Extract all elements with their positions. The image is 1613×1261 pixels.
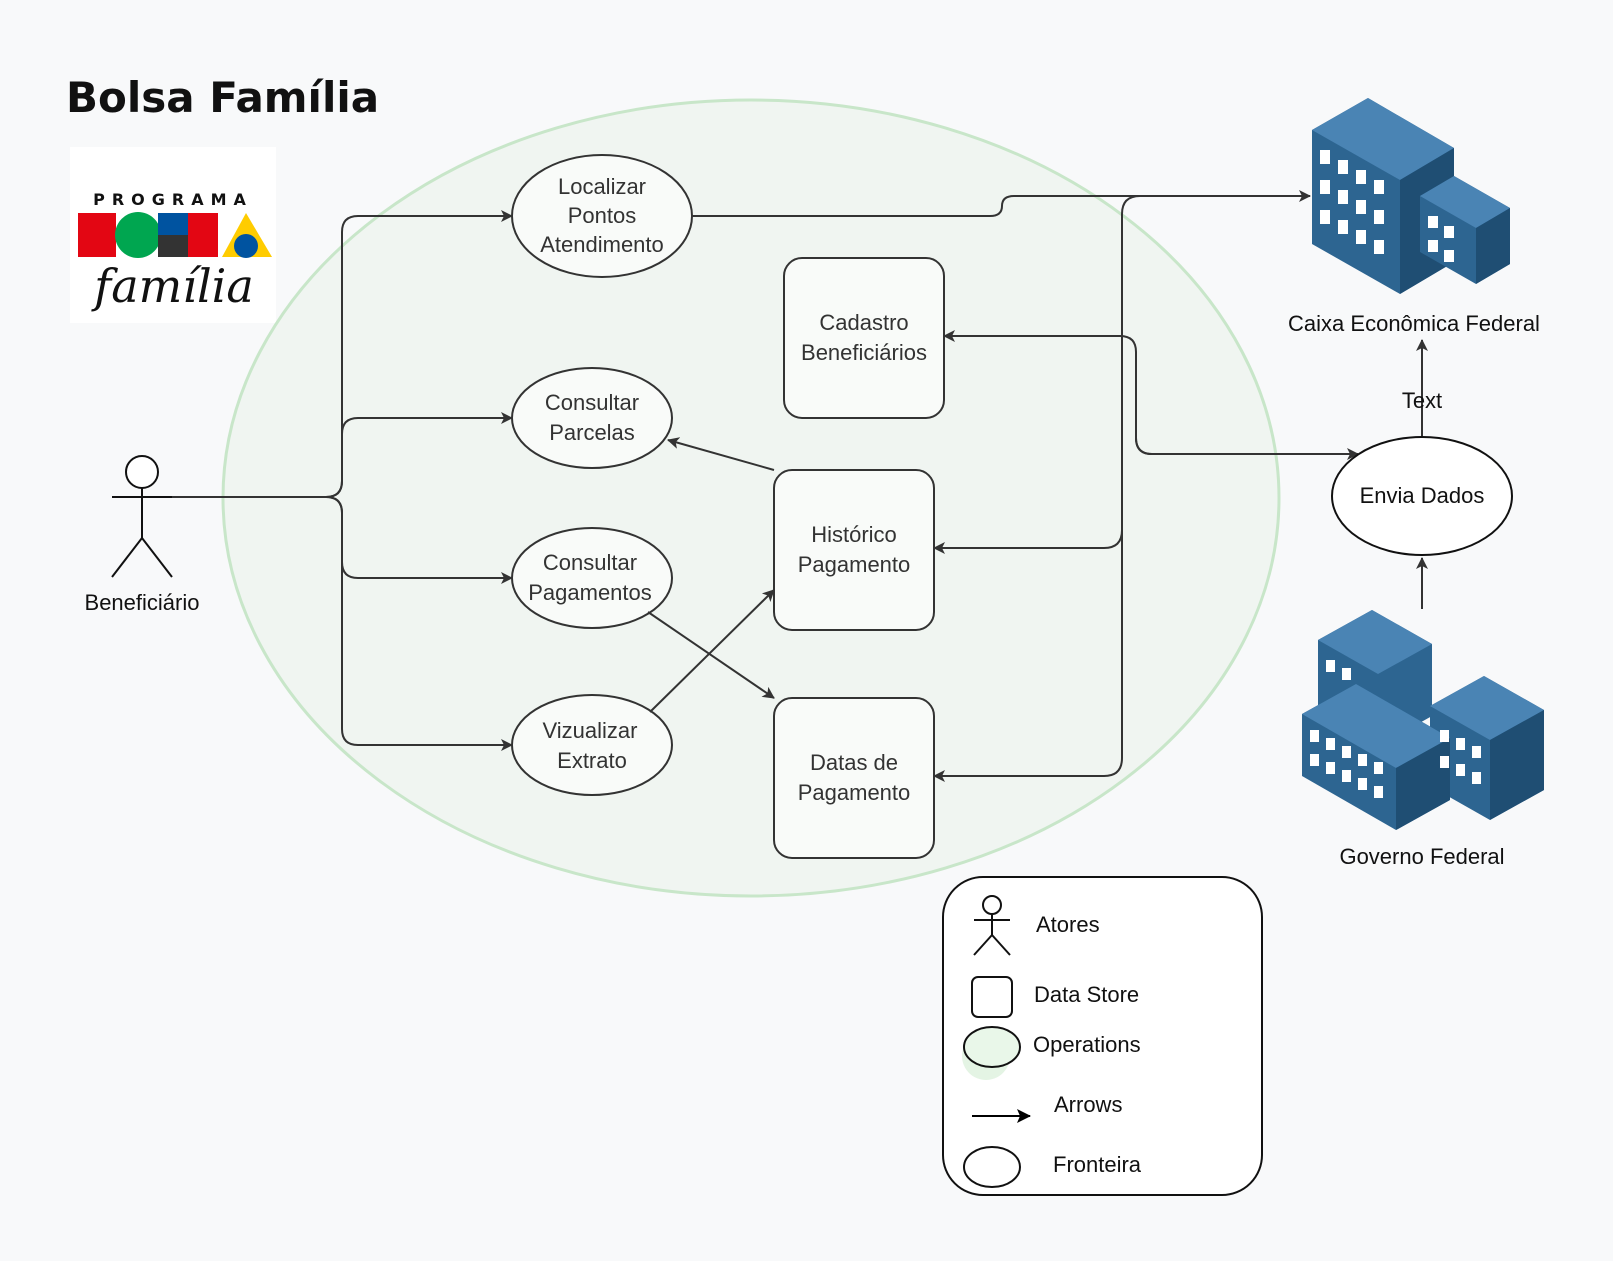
external-edges bbox=[692, 190, 1428, 782]
actor-edges bbox=[172, 210, 513, 751]
legend-fronteira-icon bbox=[963, 1146, 1021, 1188]
store-historico-line2: Pagamento bbox=[798, 552, 911, 577]
bolsa-familia-logo: PROGRAMA família bbox=[70, 147, 276, 323]
operation-consultar-parcelas[interactable]: Consultar Parcelas bbox=[511, 367, 673, 469]
store-datas-line2: Pagamento bbox=[798, 780, 911, 805]
system-boundary[interactable] bbox=[221, 98, 1281, 898]
edge-cadastro-envia[interactable] bbox=[1135, 437, 1359, 460]
operation-parcelas-line1: Consultar bbox=[545, 390, 639, 415]
operation-consultar-pagamentos[interactable]: Consultar Pagamentos bbox=[511, 527, 673, 629]
legend-atores-label: Atores bbox=[1036, 912, 1100, 937]
legend-arrows-label: Arrows bbox=[1054, 1092, 1122, 1117]
store-cadastro-line2: Beneficiários bbox=[801, 340, 927, 365]
legend-operations-label: Operations bbox=[1033, 1032, 1141, 1057]
legend: Atores Data Store Operations Arrows Fron… bbox=[942, 876, 1263, 1196]
store-cadastro-beneficiarios[interactable]: Cadastro Beneficiários bbox=[783, 257, 945, 419]
edge-text-label: Text bbox=[1402, 388, 1442, 413]
logo-top-text: PROGRAMA bbox=[93, 190, 253, 209]
edge-localizar-caixa[interactable] bbox=[692, 190, 1311, 217]
caixa-label: Caixa Econômica Federal bbox=[1288, 311, 1540, 336]
process-envia-dados[interactable]: Envia Dados bbox=[1331, 436, 1513, 556]
legend-data-store-label: Data Store bbox=[1034, 982, 1139, 1007]
store-datas-line1: Datas de bbox=[810, 750, 898, 775]
edge-caixa-historico[interactable] bbox=[933, 195, 1310, 554]
operation-parcelas-line2: Parcelas bbox=[549, 420, 635, 445]
logo-script-text: família bbox=[91, 259, 254, 313]
edge-caixa-datas[interactable] bbox=[933, 530, 1123, 782]
operation-localizar-line1: Localizar bbox=[558, 174, 646, 199]
store-cadastro-line1: Cadastro bbox=[819, 310, 908, 335]
legend-data-store-icon bbox=[971, 976, 1013, 1018]
operation-pagamentos-line1: Consultar bbox=[543, 550, 637, 575]
legend-fronteira-label: Fronteira bbox=[1053, 1152, 1142, 1177]
edge-extrato-historico[interactable] bbox=[649, 589, 775, 713]
internal-edges bbox=[647, 437, 775, 713]
actor-label: Beneficiário bbox=[85, 590, 200, 615]
store-historico-line1: Histórico bbox=[811, 522, 897, 547]
operation-pagamentos-line2: Pagamentos bbox=[528, 580, 652, 605]
governo-building-cluster-icon[interactable]: Governo Federal bbox=[1302, 610, 1544, 869]
operation-vizualizar-extrato[interactable]: Vizualizar Extrato bbox=[511, 694, 673, 796]
legend-operations-icon bbox=[963, 1026, 1021, 1068]
edge-actor-extrato[interactable] bbox=[325, 496, 513, 751]
logo-shapes-icon bbox=[78, 212, 272, 258]
edge-historico-parcelas[interactable] bbox=[667, 437, 775, 471]
operation-localizar-line2: Pontos bbox=[568, 203, 637, 228]
operation-extrato-line1: Vizualizar bbox=[543, 718, 638, 743]
edge-pagamentos-datas[interactable] bbox=[647, 611, 775, 699]
actor-beneficiario[interactable]: Beneficiário bbox=[85, 455, 200, 615]
page-title: Bolsa Família bbox=[66, 73, 379, 122]
store-datas-pagamento[interactable]: Datas de Pagamento bbox=[773, 697, 935, 859]
legend-actor-icon bbox=[973, 895, 1011, 956]
operation-localizar[interactable]: Localizar Pontos Atendimento bbox=[511, 154, 693, 278]
envia-dados-label: Envia Dados bbox=[1360, 483, 1485, 508]
edge-actor-parcelas[interactable] bbox=[325, 412, 513, 498]
governo-label: Governo Federal bbox=[1339, 844, 1504, 869]
operation-localizar-line3: Atendimento bbox=[540, 232, 664, 257]
operation-extrato-line2: Extrato bbox=[557, 748, 627, 773]
caixa-building-icon[interactable]: Caixa Econômica Federal bbox=[1288, 98, 1540, 336]
store-historico-pagamento[interactable]: Histórico Pagamento bbox=[773, 469, 935, 631]
